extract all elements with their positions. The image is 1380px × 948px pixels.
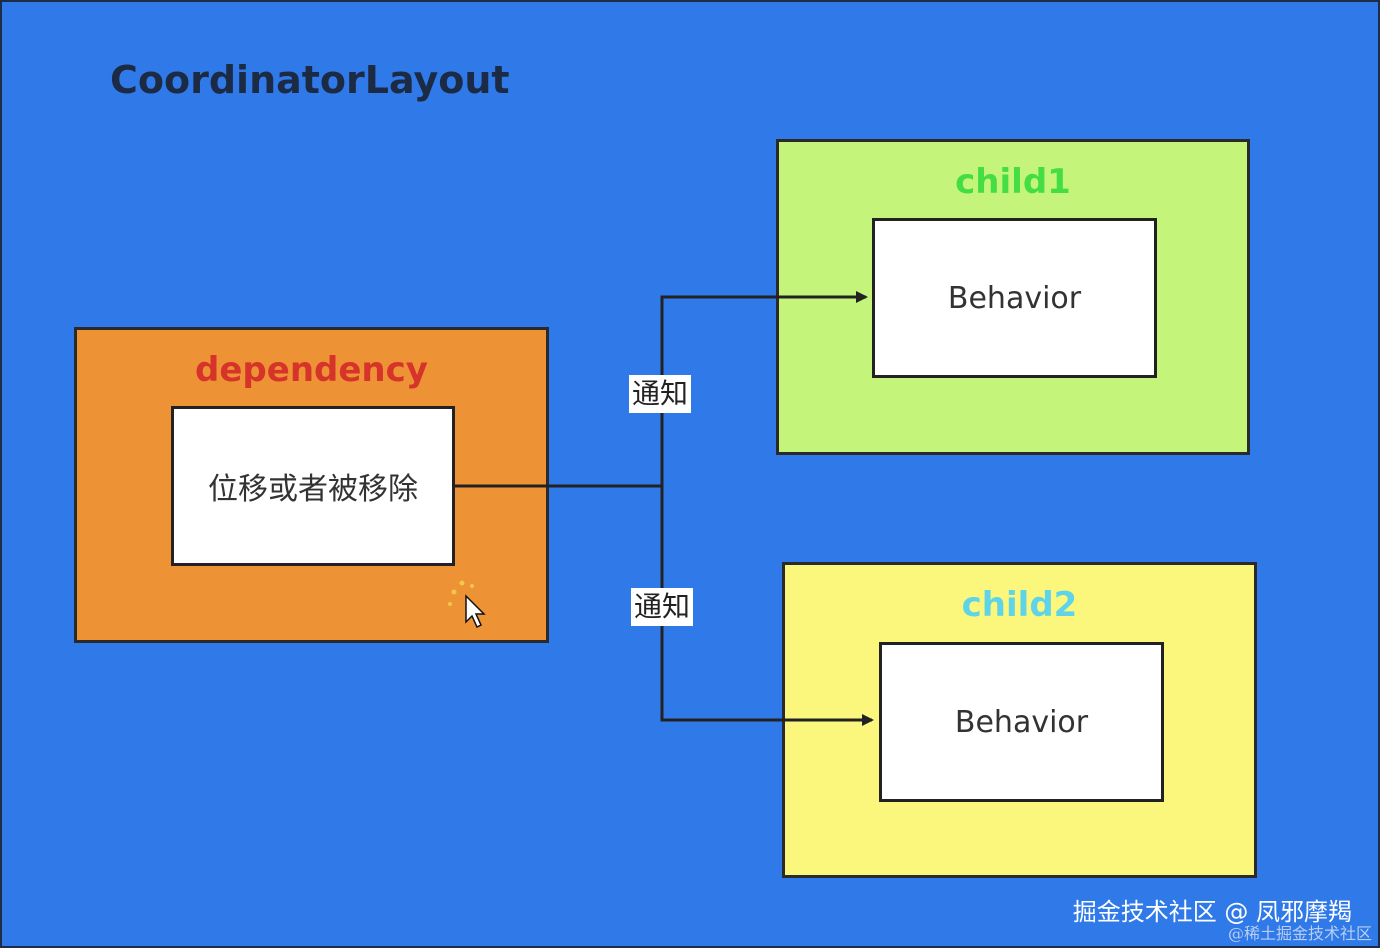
edge-label-child1: 通知 — [629, 375, 692, 413]
edge-dependency-to-child2 — [660, 486, 874, 726]
dependency-box: dependency 位移或者被移除 — [74, 327, 549, 643]
dependency-action-node: 位移或者被移除 — [171, 406, 455, 566]
dependency-label: dependency — [195, 350, 428, 390]
cursor-icon — [448, 580, 486, 629]
edge-label-child2: 通知 — [631, 588, 694, 626]
diagram-title: CoordinatorLayout — [110, 58, 510, 102]
edge-dependency-to-child1 — [660, 291, 868, 486]
watermark-platform: @稀土掘金技术社区 — [1227, 924, 1372, 943]
child1-label: child1 — [955, 162, 1071, 202]
child2-behavior-node: Behavior — [879, 642, 1164, 802]
child2-label: child2 — [961, 585, 1078, 625]
child1-behavior-node: Behavior — [872, 218, 1157, 378]
watermark-author: 掘金技术社区 @ 凤邪摩羯 — [1072, 898, 1352, 926]
